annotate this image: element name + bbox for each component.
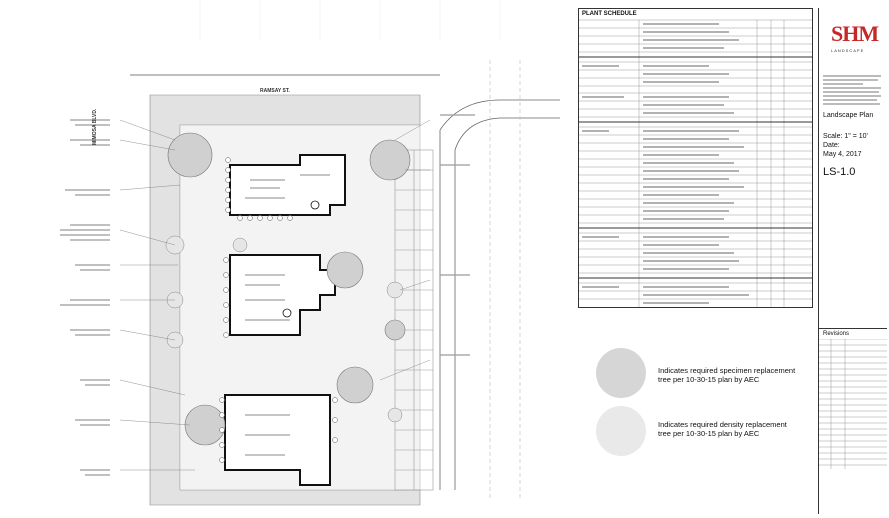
street-label-top: RAMSAY ST. xyxy=(260,88,290,94)
date-value: May 4, 2017 xyxy=(823,151,862,158)
site-plan xyxy=(60,0,560,506)
street-label-left: MIMOSA BLVD. xyxy=(92,108,98,145)
logo-text: SHM xyxy=(831,21,879,46)
date-label: Date: xyxy=(823,142,840,149)
plant-schedule: PLANT SCHEDULE xyxy=(578,8,813,308)
density-tree-symbol xyxy=(596,406,646,456)
legend-item-specimen: Indicates required specimen replacement … xyxy=(596,348,806,402)
plant-schedule-grid xyxy=(579,19,812,307)
sheet-title: Landscape Plan xyxy=(823,112,874,119)
legend-item-density: Indicates required density replacement t… xyxy=(596,406,806,460)
plant-schedule-title: PLANT SCHEDULE xyxy=(582,11,637,17)
logo-subtext: LANDSCAPE xyxy=(831,48,865,53)
shm-logo: SHM LANDSCAPE xyxy=(831,20,881,68)
sheet-number: LS-1.0 xyxy=(823,166,856,178)
legend: Indicates required specimen replacement … xyxy=(596,348,806,468)
specimen-tree-symbol xyxy=(596,348,646,398)
revisions-grid xyxy=(819,339,887,469)
scale-label: Scale: 1" = 10' xyxy=(823,133,868,140)
title-block: SHM LANDSCAPE Landscape Plan Scale: 1" =… xyxy=(818,8,887,514)
legend-text-specimen: Indicates required specimen replacement … xyxy=(658,366,796,384)
disclaimer-text xyxy=(823,75,881,105)
legend-text-density: Indicates required density replacement t… xyxy=(658,420,787,438)
revisions-label: Revisions xyxy=(823,331,850,337)
revisions-table: Revisions xyxy=(819,328,887,479)
